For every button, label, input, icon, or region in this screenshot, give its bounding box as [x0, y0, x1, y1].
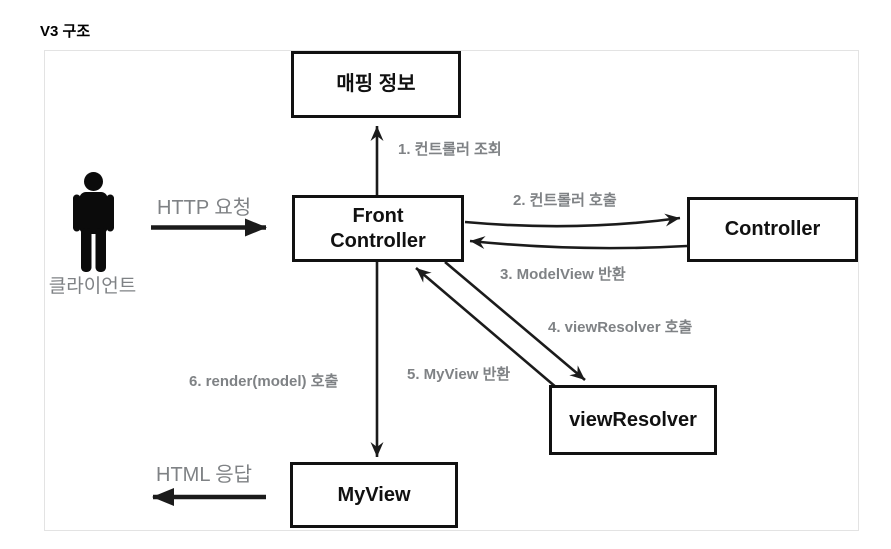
arrow-step3-modelview-return — [469, 236, 688, 250]
box-front-controller: Front Controller — [292, 195, 464, 262]
label-html-response: HTML 응답 — [156, 464, 253, 486]
box-my-view: MyView — [290, 462, 458, 528]
label-step3-modelview-return: 3. ModelView 반환 — [500, 266, 626, 283]
label-step4-viewresolver-call: 4. viewResolver 호출 — [548, 319, 693, 336]
box-mapping-info: 매핑 정보 — [291, 51, 461, 118]
arrow-step4-viewresolver-call — [444, 261, 586, 381]
label-client: 클라이언트 — [48, 276, 137, 297]
client-person-icon — [73, 172, 114, 272]
diagram-frame — [44, 50, 859, 531]
label-step1-controller-lookup: 1. 컨트롤러 조회 — [398, 141, 502, 158]
arrow-step2-controller-call — [464, 213, 681, 228]
label-step5-myview-return: 5. MyView 반환 — [407, 366, 511, 383]
box-view-resolver: viewResolver — [549, 385, 717, 455]
arrow-step5-myview-return — [415, 267, 558, 389]
label-step6-render-call: 6. render(model) 호출 — [189, 373, 339, 390]
label-http-request: HTTP 요청 — [157, 197, 252, 219]
page-title: V3 구조 — [40, 23, 91, 40]
box-controller: Controller — [687, 197, 858, 262]
label-step2-controller-call: 2. 컨트롤러 호출 — [513, 192, 617, 209]
